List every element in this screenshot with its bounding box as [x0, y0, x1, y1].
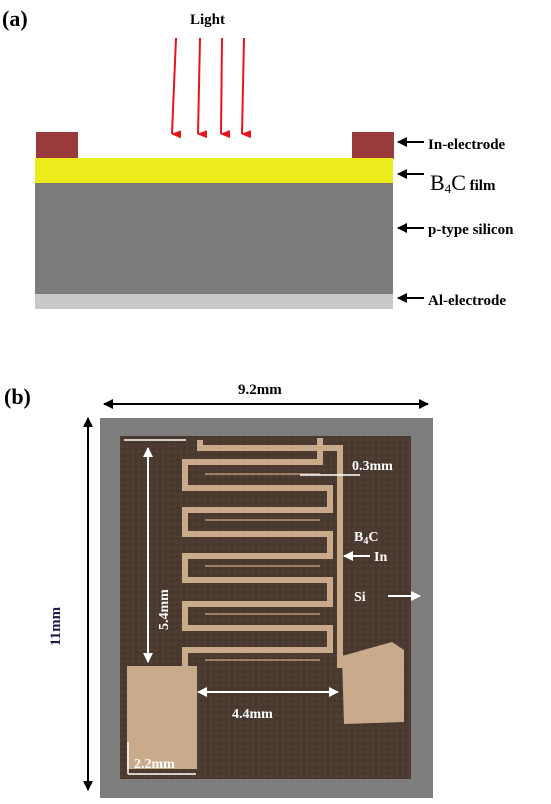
b4c-film-layer	[35, 158, 393, 183]
photo-b4c-label: B4C	[354, 530, 378, 547]
width-dimension-label: 9.2mm	[238, 382, 282, 398]
al-electrode-layer	[35, 294, 393, 309]
photo-in-label: In	[374, 550, 387, 565]
left-contact-pad	[127, 666, 197, 769]
light-label: Light	[190, 12, 225, 28]
panel-b: (b) 9.2mm 11mm 5.4mm 0.3mm 4.4mm 2.2mm B	[4, 382, 433, 798]
light-ray-1	[171, 37, 182, 139]
interdigitated-electrode	[182, 438, 343, 668]
light-ray-4	[241, 37, 252, 139]
light-ray-3	[220, 37, 231, 139]
silicon-layer	[35, 183, 393, 294]
panel-a-label: (a)	[2, 6, 28, 31]
panel-a: (a) Light In-electrode B4C film p-type s…	[2, 6, 514, 309]
gap-label: 4.4mm	[232, 707, 273, 722]
light-ray-2	[197, 37, 208, 139]
electrode-serpentine	[182, 438, 333, 668]
height-dimension-label: 11mm	[48, 606, 64, 646]
photo-si-label: Si	[354, 590, 366, 605]
finger-height-label: 5.4mm	[157, 589, 172, 630]
electrode-spine	[197, 440, 343, 668]
in-electrode-right	[352, 132, 394, 159]
electrode-fingers	[205, 473, 320, 661]
right-contact-pad	[342, 642, 404, 724]
b4c-film-label: B4C film	[430, 170, 496, 196]
in-electrode-label: In-electrode	[428, 137, 506, 153]
finger-width-label: 0.3mm	[352, 459, 393, 474]
silicon-label: p-type silicon	[428, 222, 514, 238]
pad-width-label: 2.2mm	[134, 757, 175, 772]
panel-b-label: (b)	[4, 384, 31, 409]
al-electrode-label: Al-electrode	[428, 293, 506, 309]
in-electrode-left	[36, 132, 78, 159]
light-arrows	[171, 37, 252, 139]
